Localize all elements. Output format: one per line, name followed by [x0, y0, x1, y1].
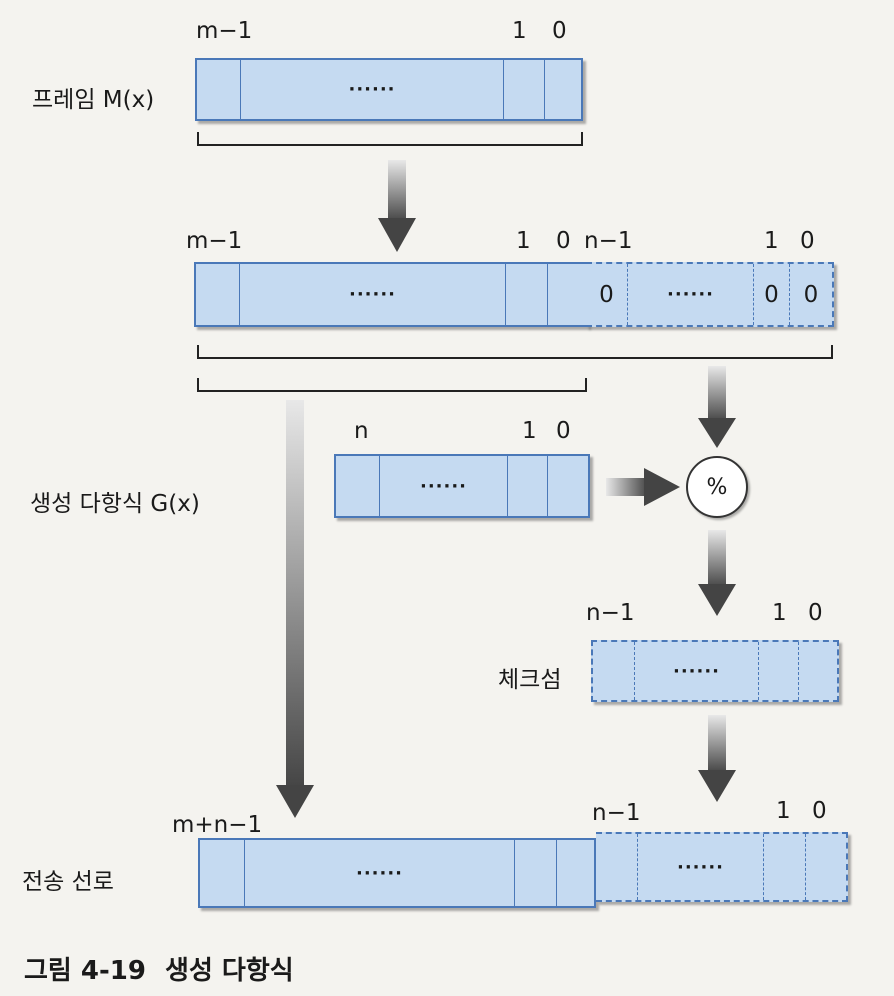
modulo-operator: % [686, 456, 748, 518]
shifted-index-0: 0 [556, 228, 571, 254]
generator-bit-0 [548, 456, 588, 516]
transmission-crc-bit-high [596, 834, 638, 900]
transmission-crc-bit-0 [806, 834, 846, 900]
frame-bit-0 [545, 60, 581, 119]
full-shifted-bracket [197, 345, 833, 359]
frame-index-0: 0 [552, 18, 567, 44]
shifted-frame-register: ······ [194, 262, 588, 327]
transmission-crc-middle: ······ [638, 834, 764, 900]
frame-label: 프레임 M(x) [32, 87, 155, 113]
transmission-label: 전송 선로 [22, 869, 114, 895]
transmission-index-1: 1 [776, 798, 791, 824]
pad-index-high: n−1 [584, 228, 633, 254]
shifted-bit-high [196, 264, 240, 325]
zero-padding-register: 0 ······ 0 0 [586, 262, 834, 327]
transmission-crc-bit-1 [764, 834, 806, 900]
checksum-bit-high [593, 642, 635, 700]
generator-index-high: n [354, 418, 369, 444]
generator-bits-middle: ······ [380, 456, 508, 516]
frame-index-high: m−1 [196, 18, 253, 44]
transmission-index-0: 0 [812, 798, 827, 824]
checksum-label: 체크섬 [498, 667, 562, 693]
frame-bits-middle: ······ [241, 60, 504, 119]
frame-bracket [197, 132, 583, 146]
shifted-bits-middle: ······ [240, 264, 506, 325]
transmission-bits-middle: ······ [245, 840, 515, 906]
checksum-bit-0 [799, 642, 837, 700]
shifted-index-high: m−1 [186, 228, 243, 254]
frame-index-1: 1 [512, 18, 527, 44]
shifted-bit-1 [506, 264, 548, 325]
figure-number: 그림 4-19 [24, 956, 146, 986]
generator-index-1: 1 [522, 418, 537, 444]
generator-bit-high [336, 456, 380, 516]
checksum-register: ······ [591, 640, 839, 702]
generator-index-0: 0 [556, 418, 571, 444]
transmission-frame-bit-1 [515, 840, 557, 906]
frame-bit-high [197, 60, 241, 119]
checksum-bit-1 [759, 642, 799, 700]
arrow-checksum-to-transmission [698, 715, 736, 802]
arrow-shifted-to-transmission [276, 400, 314, 818]
shifted-bit-0 [548, 264, 586, 325]
pad-bit-0: 0 [803, 281, 819, 308]
transmission-frame-bit-0 [557, 840, 594, 906]
frame-part-bracket [197, 378, 587, 392]
checksum-index-1: 1 [772, 600, 787, 626]
pad-index-0: 0 [800, 228, 815, 254]
checksum-index-high: n−1 [586, 600, 635, 626]
arrow-shifted-to-modulo [698, 366, 736, 448]
frame-bit-1 [504, 60, 545, 119]
transmission-frame-part: ······ [198, 838, 596, 908]
checksum-index-0: 0 [808, 600, 823, 626]
generator-label: 생성 다항식 G(x) [30, 491, 200, 517]
transmission-bit-high [200, 840, 245, 906]
pad-bit-1: 0 [754, 264, 790, 325]
pad-index-1: 1 [764, 228, 779, 254]
pad-bit-high: 0 [586, 264, 628, 325]
transmission-checksum-part: ······ [596, 832, 848, 902]
arrow-frame-to-shifted [378, 160, 416, 252]
checksum-bits-middle: ······ [635, 642, 759, 700]
pad-bits-middle: ······ [628, 264, 754, 325]
arrow-modulo-to-checksum [698, 530, 736, 616]
transmission-index-high: m+n−1 [172, 812, 263, 838]
figure-caption: 그림 4-19 생성 다항식 [24, 950, 294, 987]
generator-register: ······ [334, 454, 590, 518]
shifted-index-1: 1 [516, 228, 531, 254]
arrow-generator-to-modulo [606, 468, 680, 506]
frame-register: ······ [195, 58, 583, 121]
generator-bit-1 [508, 456, 548, 516]
transmission-index-mid: n−1 [592, 800, 641, 826]
figure-title: 생성 다항식 [165, 956, 294, 986]
